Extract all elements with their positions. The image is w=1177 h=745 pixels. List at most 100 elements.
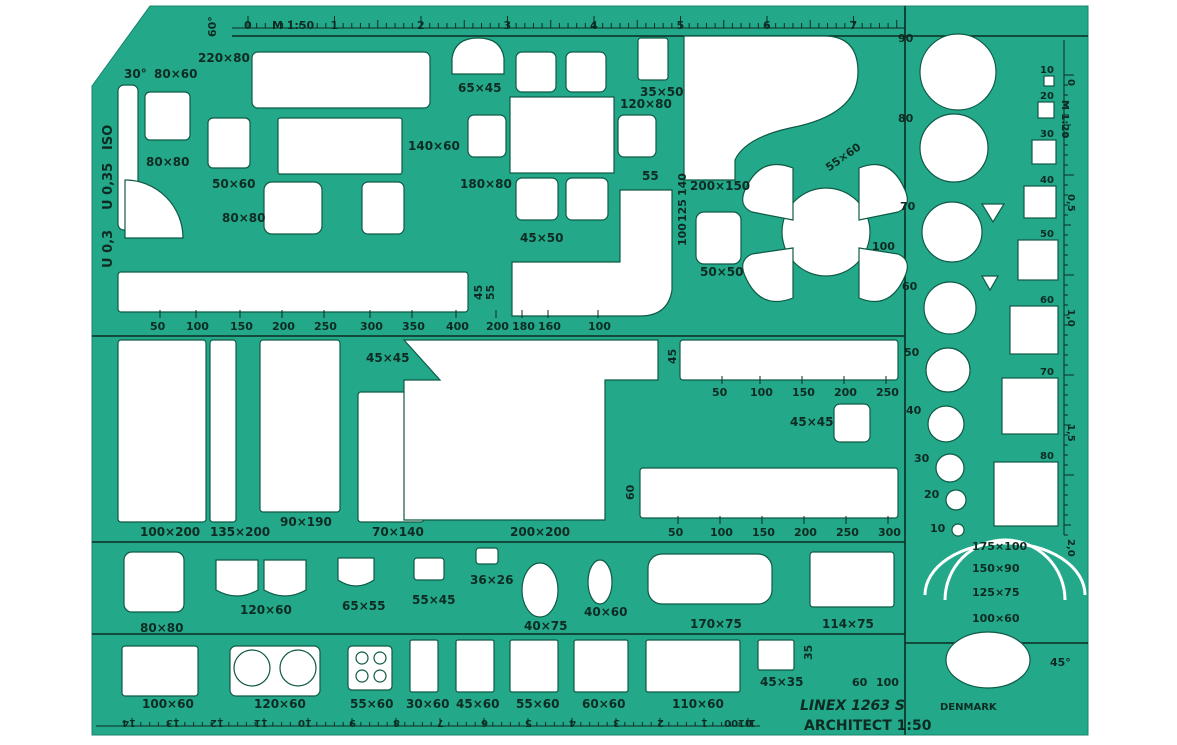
label-200x150: 200×150 bbox=[690, 179, 750, 193]
scale-label: 50 bbox=[150, 320, 166, 333]
ruler-bottom-label: 11 bbox=[254, 717, 268, 728]
ruler-top-label: 2 bbox=[417, 19, 425, 32]
square-size-label: 10 bbox=[1040, 65, 1054, 76]
label-180x80: 180×80 bbox=[460, 177, 512, 191]
ruler-right-label: 1,5 bbox=[1065, 424, 1076, 442]
scale-label: 250 bbox=[876, 386, 899, 399]
cutouts-bottom bbox=[121, 639, 795, 697]
label-175x100: 175×100 bbox=[972, 540, 1027, 553]
label-55x45: 55×45 bbox=[412, 593, 455, 607]
ruler-bottom-label: 0 bbox=[745, 717, 752, 728]
scale-label: 200 bbox=[272, 320, 295, 333]
label-90x190: 90×190 bbox=[280, 515, 332, 529]
label-55x60-b: 55×60 bbox=[350, 697, 393, 711]
cutouts-middle bbox=[117, 339, 899, 523]
ruler-bottom-label: 5 bbox=[525, 717, 532, 728]
template-circle bbox=[951, 523, 965, 537]
square-size-label: 30 bbox=[1040, 129, 1054, 140]
square-size-label: 60 bbox=[1040, 295, 1054, 306]
label-50x50: 50×50 bbox=[700, 265, 743, 279]
label-65x55: 65×55 bbox=[342, 599, 385, 613]
scale-label: 50 bbox=[712, 386, 728, 399]
label-45: 45 bbox=[472, 285, 485, 300]
label-220x80: 220×80 bbox=[198, 51, 250, 65]
label-36x26: 36×26 bbox=[470, 573, 513, 587]
label-120x60: 120×60 bbox=[240, 603, 292, 617]
ruler-top-label: 3 bbox=[504, 19, 512, 32]
cutouts-upper bbox=[117, 35, 908, 317]
ruler-bottom-label: 9 bbox=[349, 717, 356, 728]
ruler-top-scale: M 1:50 bbox=[272, 19, 314, 32]
ruler-right-scale: M 1:20 bbox=[1059, 100, 1070, 138]
ruler-right-label: 2,0 bbox=[1065, 539, 1076, 557]
circle-size-label: 30 bbox=[914, 452, 930, 465]
label-80x80-b: 80×80 bbox=[222, 211, 265, 225]
label-60-b: 60 bbox=[852, 676, 868, 689]
label-140x60: 140×60 bbox=[408, 139, 460, 153]
label-45x45-b: 45×45 bbox=[790, 415, 833, 429]
ruler-top-label: 5 bbox=[677, 19, 685, 32]
label-55x60-c: 55×60 bbox=[516, 697, 559, 711]
label-125: 125 bbox=[676, 199, 689, 222]
label-200x200: 200×200 bbox=[510, 525, 570, 539]
label-45x50: 45×50 bbox=[520, 231, 563, 245]
label-45-angle: 45° bbox=[1050, 656, 1071, 669]
scale-label: 50 bbox=[668, 526, 684, 539]
scale-label: 350 bbox=[402, 320, 425, 333]
ruler-bottom-scale: 1:100 bbox=[724, 717, 756, 728]
side-mark-u03: U 0,3 bbox=[101, 230, 116, 268]
ruler-bottom-label: 2 bbox=[657, 717, 664, 728]
scale-label: 100 bbox=[710, 526, 733, 539]
template-circle bbox=[919, 113, 989, 183]
label-100-v: 100 bbox=[676, 223, 689, 246]
label-80x80-a: 80×80 bbox=[146, 155, 189, 169]
label-60-angle: 60° bbox=[206, 16, 219, 37]
label-80x60: 80×60 bbox=[154, 67, 197, 81]
ruler-bottom-label: 14 bbox=[122, 717, 136, 728]
ruler-top-label: 7 bbox=[850, 19, 858, 32]
ruler-bottom-label: 10 bbox=[298, 717, 312, 728]
label-55-b: 55 bbox=[484, 285, 497, 300]
side-mark-iso: ISO bbox=[101, 125, 116, 150]
template-square bbox=[993, 461, 1059, 527]
ruler-right: 00,51,01,52,0M 1:20 bbox=[1059, 40, 1076, 557]
brand-country: DENMARK bbox=[940, 702, 998, 713]
scale-label: 300 bbox=[360, 320, 383, 333]
label-35x50: 35×50 bbox=[640, 85, 683, 99]
label-45-b: 45 bbox=[666, 349, 679, 364]
template-square bbox=[1017, 239, 1059, 281]
ruler-bottom-label: 1 bbox=[701, 717, 708, 728]
square-size-label: 40 bbox=[1040, 175, 1054, 186]
template-circle bbox=[923, 281, 977, 335]
scale-label: 250 bbox=[836, 526, 859, 539]
scale-label: 100 bbox=[186, 320, 209, 333]
cutouts-lower bbox=[123, 538, 1087, 689]
label-65x45: 65×45 bbox=[458, 81, 501, 95]
template-circle bbox=[927, 405, 965, 443]
template-square bbox=[1037, 101, 1055, 119]
scale-label: 160 bbox=[538, 320, 561, 333]
circle-size-label: 90 bbox=[898, 32, 914, 45]
ruler-right-label: 0 bbox=[1065, 79, 1076, 86]
square-size-label: 20 bbox=[1040, 91, 1054, 102]
ruler-top-label: 4 bbox=[590, 19, 598, 32]
label-150x90: 150×90 bbox=[972, 562, 1020, 575]
circle-size-label: 80 bbox=[898, 112, 914, 125]
label-50x60: 50×60 bbox=[212, 177, 255, 191]
label-120x60-b: 120×60 bbox=[254, 697, 306, 711]
template-circle bbox=[919, 33, 997, 111]
ruler-bottom-label: 7 bbox=[437, 717, 444, 728]
brand-name: LINEX 1263 S bbox=[800, 698, 905, 714]
circle-size-label: 40 bbox=[906, 404, 922, 417]
square-size-label: 70 bbox=[1040, 367, 1054, 378]
scale-label: 150 bbox=[792, 386, 815, 399]
label-140: 140 bbox=[676, 173, 689, 196]
label-170x75: 170×75 bbox=[690, 617, 742, 631]
scale-label: 300 bbox=[878, 526, 901, 539]
template-circle bbox=[945, 489, 967, 511]
template-square bbox=[1043, 75, 1055, 87]
label-45x45-a: 45×45 bbox=[366, 351, 409, 365]
ruler-bottom-label: 3 bbox=[613, 717, 620, 728]
